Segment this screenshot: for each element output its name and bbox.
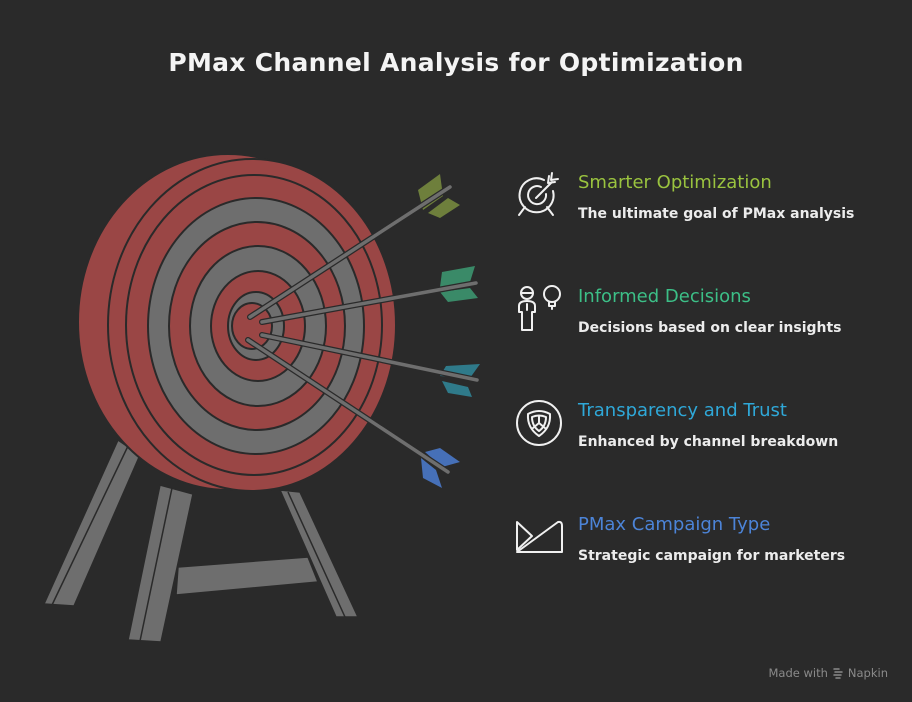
item-heading: Smarter Optimization (578, 172, 772, 193)
envelope-triangle-icon (516, 520, 563, 553)
item-description: Decisions based on clear insights (578, 320, 842, 336)
target-arrow-icon (518, 172, 559, 216)
page-title: PMax Channel Analysis for Optimization (168, 48, 744, 77)
arrow-3 (259, 332, 480, 397)
target-stand (42, 438, 360, 643)
shield-circle-icon (516, 400, 562, 446)
napkin-logo-icon (833, 668, 843, 679)
item-smarter-optimization: Smarter Optimization The ultimate goal o… (514, 170, 894, 230)
item-description: Enhanced by channel breakdown (578, 434, 839, 450)
arrow-1 (247, 174, 460, 320)
napkin-brand-label: Napkin (847, 666, 888, 680)
item-heading: PMax Campaign Type (578, 514, 771, 535)
item-pmax-campaign-type: PMax Campaign Type Strategic campaign fo… (514, 512, 894, 572)
item-description: The ultimate goal of PMax analysis (578, 206, 855, 222)
item-heading: Informed Decisions (578, 286, 751, 307)
item-description: Strategic campaign for marketers (578, 548, 846, 564)
item-heading: Transparency and Trust (578, 400, 787, 421)
target-face (107, 158, 397, 492)
arrow-4 (245, 337, 460, 488)
napkin-watermark: Made with Napkin (769, 666, 889, 680)
item-transparency-trust: Transparency and Trust Enhanced by chann… (514, 398, 894, 458)
arrow-2 (259, 266, 479, 325)
made-with-label: Made with (768, 666, 828, 680)
item-informed-decisions: Informed Decisions Decisions based on cl… (514, 284, 894, 344)
person-lightbulb-icon (518, 285, 561, 331)
